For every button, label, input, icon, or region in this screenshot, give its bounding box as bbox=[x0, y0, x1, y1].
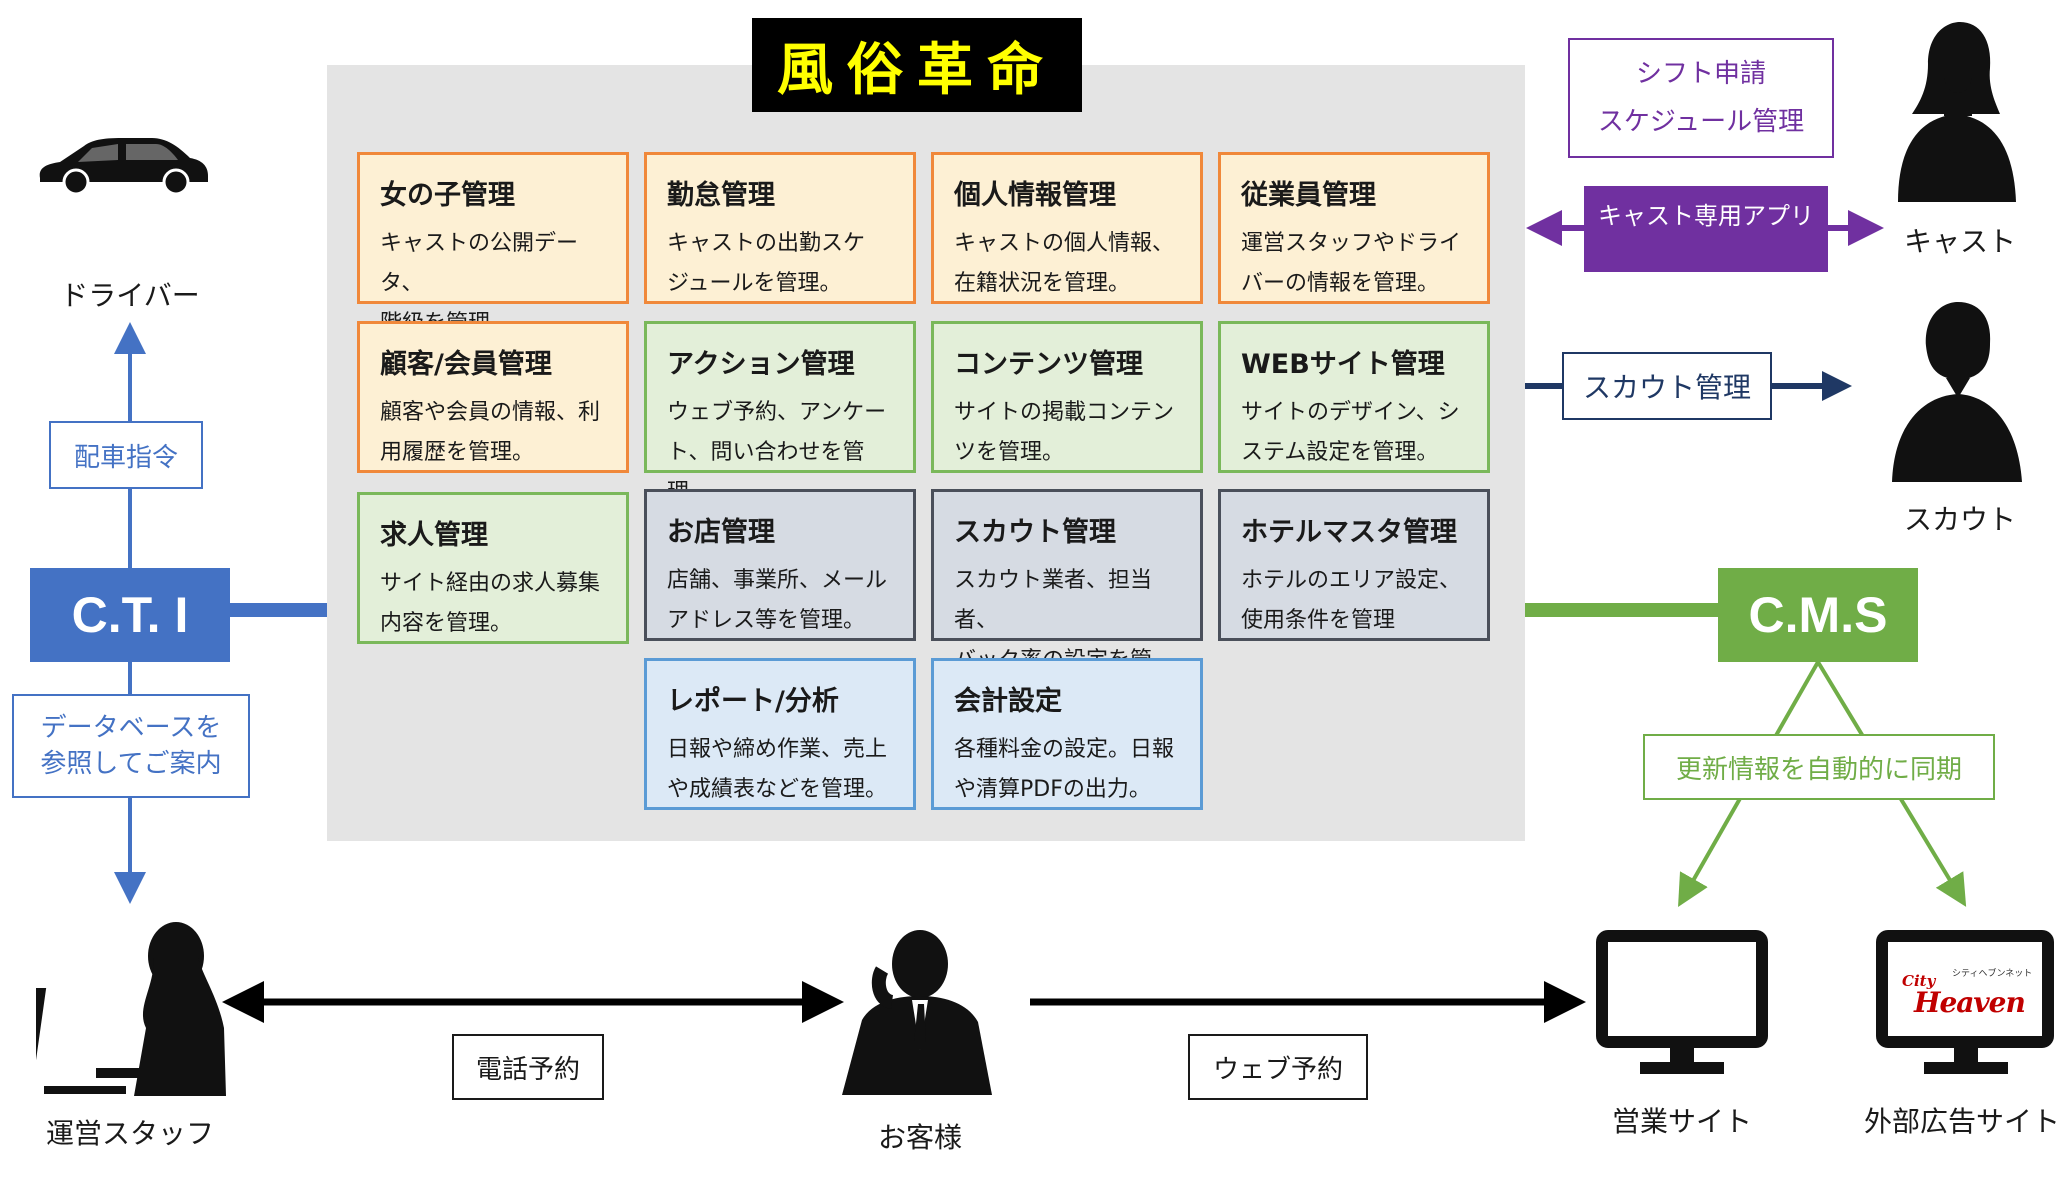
module-title: 女の子管理 bbox=[380, 180, 515, 211]
module-desc-line: キャストの公開データ、 bbox=[380, 231, 579, 296]
module-actions: アクション管理 ウェブ予約、アンケー ト、問い合わせを管理。 bbox=[644, 321, 916, 505]
module-title: 個人情報管理 bbox=[954, 180, 1116, 211]
module-accounting: 会計設定 各種料金の設定。日報 や清算PDFの出力。 bbox=[931, 658, 1203, 810]
module-desc-line: サイト経由の求人募集 bbox=[380, 571, 601, 596]
module-desc-line: ホテルのエリア設定、 bbox=[1241, 568, 1462, 593]
dispatch-label: 配車指令 bbox=[49, 421, 203, 489]
module-desc-line: や成績表などを管理。 bbox=[667, 777, 888, 802]
module-desc-line: や清算PDFの出力。 bbox=[954, 777, 1151, 802]
cast-app-label: キャスト専用アプリ bbox=[1584, 186, 1828, 272]
web-reservation-label: ウェブ予約 bbox=[1188, 1034, 1368, 1100]
module-desc-line: 各種料金の設定。日報 bbox=[954, 737, 1175, 762]
module-desc-line: 用履歴を管理。 bbox=[380, 440, 535, 465]
logo-city: City bbox=[1902, 972, 1936, 990]
scout-silhouette-icon bbox=[1886, 298, 2026, 482]
module-title: コンテンツ管理 bbox=[954, 349, 1143, 380]
database-guide-line: 参照してご案内 bbox=[40, 749, 222, 779]
auto-sync-label: 更新情報を自動的に同期 bbox=[1643, 734, 1995, 800]
module-desc-line: 日報や締め作業、売上 bbox=[667, 737, 888, 762]
scout-management-label: スカウト管理 bbox=[1562, 352, 1772, 420]
module-title: スカウト管理 bbox=[954, 517, 1116, 548]
cti-box: C.T. I bbox=[30, 568, 230, 662]
module-desc-line: ツを管理。 bbox=[954, 440, 1065, 465]
ad-site-monitor: City シティヘブンネット Heaven bbox=[1876, 930, 2054, 1078]
module-desc-line: 内容を管理。 bbox=[380, 611, 513, 636]
module-title: 従業員管理 bbox=[1241, 180, 1376, 211]
customer-on-phone-icon bbox=[842, 930, 992, 1095]
city-heaven-logo: City シティヘブンネット Heaven bbox=[1900, 964, 2033, 1024]
module-title: 勤怠管理 bbox=[667, 180, 775, 211]
business-site-caption: 営業サイト bbox=[1611, 1105, 1752, 1138]
module-hotel-master: ホテルマスタ管理 ホテルのエリア設定、 使用条件を管理 bbox=[1218, 489, 1490, 641]
module-report: レポート/分析 日報や締め作業、売上 や成績表などを管理。 bbox=[644, 658, 916, 810]
operator-icon bbox=[18, 918, 226, 1096]
module-title: 求人管理 bbox=[380, 520, 488, 551]
module-title: アクション管理 bbox=[667, 349, 855, 380]
module-website: WEBサイト管理 サイトのデザイン、シ ステム設定を管理。 bbox=[1218, 321, 1490, 473]
module-desc-line: 顧客や会員の情報、利 bbox=[380, 400, 601, 425]
cast-silhouette-icon bbox=[1888, 18, 2024, 202]
database-guide-label: データベースを 参照してご案内 bbox=[12, 694, 250, 798]
staff-caption: 運営スタッフ bbox=[45, 1117, 214, 1150]
logo-heaven: Heaven bbox=[1914, 986, 2026, 1019]
module-contents: コンテンツ管理 サイトの掲載コンテン ツを管理。 bbox=[931, 321, 1203, 473]
module-desc-line: サイトの掲載コンテン bbox=[954, 400, 1175, 425]
core-system-title: 風俗革命 bbox=[752, 18, 1082, 112]
module-personal-info: 個人情報管理 キャストの個人情報、 在籍状況を管理。 bbox=[931, 152, 1203, 304]
module-desc-line: スカウト業者、担当者、 bbox=[954, 568, 1153, 633]
driver-caption: ドライバー bbox=[60, 279, 200, 312]
module-attendance: 勤怠管理 キャストの出勤スケ ジュールを管理。 bbox=[644, 152, 916, 304]
module-desc-line: 在籍状況を管理。 bbox=[954, 271, 1131, 296]
module-desc-line: 店舗、事業所、メール bbox=[667, 568, 888, 593]
module-desc-line: 運営スタッフやドライ bbox=[1241, 231, 1462, 256]
database-guide-line: データベースを bbox=[40, 713, 222, 743]
scout-caption: スカウト bbox=[1903, 503, 2016, 536]
module-desc-line: バーの情報を管理。 bbox=[1241, 271, 1440, 296]
module-desc-line: アドレス等を管理。 bbox=[667, 608, 866, 633]
module-title: WEBサイト管理 bbox=[1241, 349, 1445, 380]
monitor-icon bbox=[1596, 930, 1768, 1078]
module-desc-line: キャストの個人情報、 bbox=[954, 231, 1175, 256]
module-scout: スカウト管理 スカウト業者、担当者、 バック率の設定を管理。 bbox=[931, 489, 1203, 713]
module-desc-line: キャストの出勤スケ bbox=[667, 231, 866, 256]
module-desc-line: 使用条件を管理 bbox=[1241, 608, 1396, 633]
module-desc-line: ステム設定を管理。 bbox=[1241, 440, 1439, 465]
module-title: お店管理 bbox=[667, 517, 775, 548]
module-girls: 女の子管理 キャストの公開データ、 階級を管理。 bbox=[357, 152, 629, 336]
phone-reservation-label: 電話予約 bbox=[452, 1034, 604, 1100]
customer-caption: お客様 bbox=[877, 1121, 962, 1154]
shift-schedule-line: スケジュール管理 bbox=[1597, 107, 1805, 137]
module-title: レポート/分析 bbox=[667, 686, 839, 717]
ad-site-caption: 外部広告サイト bbox=[1863, 1105, 2060, 1138]
module-title: 顧客/会員管理 bbox=[380, 349, 552, 380]
module-title: ホテルマスタ管理 bbox=[1241, 517, 1457, 548]
module-title: 会計設定 bbox=[954, 686, 1062, 717]
cms-box: C.M.S bbox=[1718, 568, 1918, 662]
shift-schedule-line: シフト申請 bbox=[1635, 59, 1766, 89]
module-desc-line: ジュールを管理。 bbox=[667, 271, 842, 296]
shift-schedule-label: シフト申請 スケジュール管理 bbox=[1568, 38, 1834, 158]
module-desc-line: サイトのデザイン、シ bbox=[1241, 400, 1460, 425]
module-employees: 従業員管理 運営スタッフやドライ バーの情報を管理。 bbox=[1218, 152, 1490, 304]
car-icon bbox=[32, 130, 212, 200]
logo-kana: シティヘブンネット bbox=[1952, 969, 2033, 979]
module-desc-line: ウェブ予約、アンケー bbox=[667, 400, 887, 425]
module-customers: 顧客/会員管理 顧客や会員の情報、利 用履歴を管理。 bbox=[357, 321, 629, 473]
module-shops: お店管理 店舗、事業所、メール アドレス等を管理。 bbox=[644, 489, 916, 641]
module-recruit: 求人管理 サイト経由の求人募集 内容を管理。 bbox=[357, 492, 629, 644]
cast-caption: キャスト bbox=[1903, 225, 2016, 258]
